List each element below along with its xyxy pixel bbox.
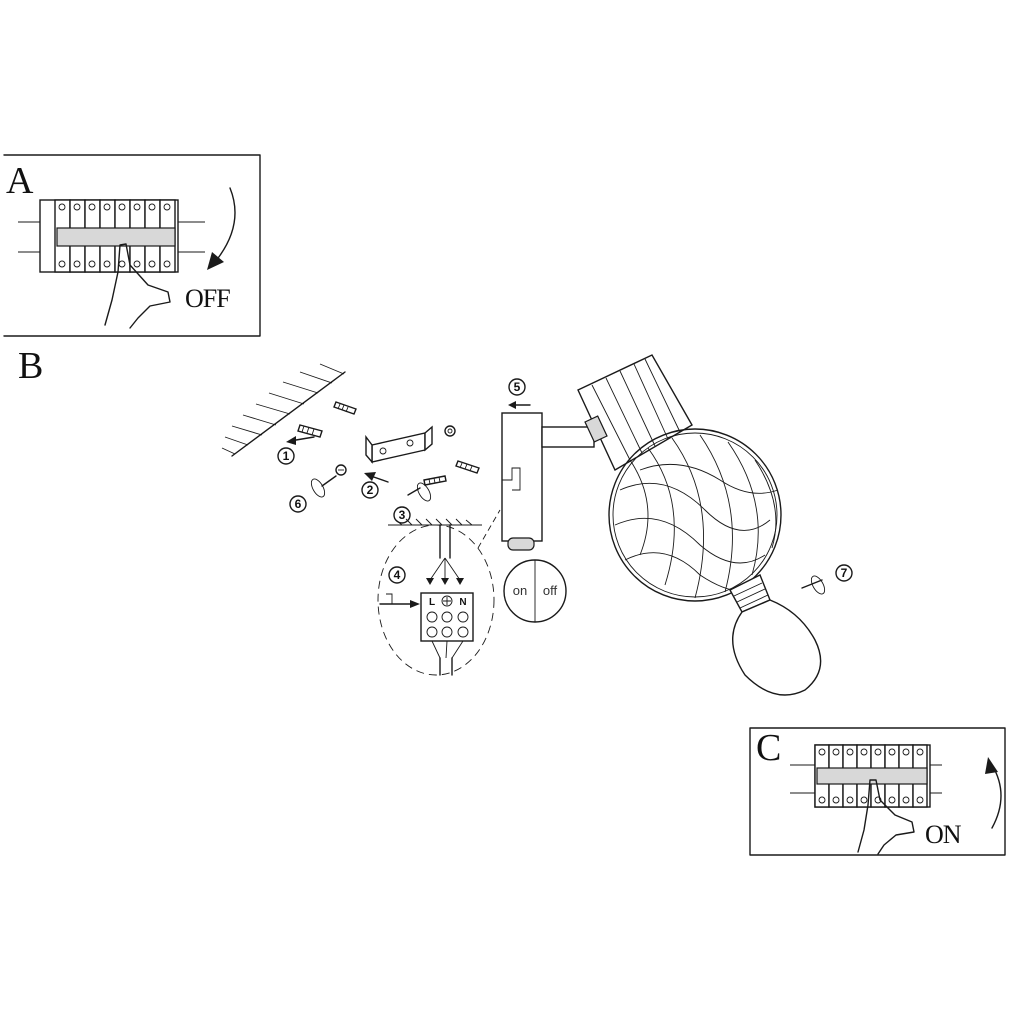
- section-b-letter: B: [18, 345, 43, 387]
- panel-a-letter: A: [6, 160, 34, 202]
- step-7-badge: [835, 564, 853, 582]
- switch-off-label: off: [543, 583, 558, 598]
- step-6-badge: [289, 495, 307, 513]
- panel-c: C ON: [749, 727, 1006, 856]
- panel-a: A OFF: [3, 154, 261, 337]
- step-3-label: 3: [399, 508, 406, 522]
- switch-callout: on off: [503, 559, 567, 623]
- lamp-base: 5: [501, 378, 595, 551]
- mounting-bracket: [365, 425, 433, 464]
- hand-c-icon: [857, 779, 915, 855]
- wall: [221, 363, 346, 457]
- panel-c-on-label: ON: [925, 820, 962, 849]
- wall-plug: [297, 424, 323, 438]
- breaker-row-c: [814, 744, 928, 808]
- wall-screw-top: [333, 401, 357, 415]
- switch-on-label: on: [513, 583, 527, 598]
- step-2-badge: [361, 481, 379, 499]
- earth-icon: [441, 595, 453, 607]
- step-1-label: 1: [283, 449, 290, 463]
- step-2-label: 2: [367, 483, 374, 497]
- step-6-label: 6: [295, 497, 302, 511]
- fixing-screw-2: [455, 460, 480, 474]
- bracket-nut: [444, 425, 456, 437]
- switch-knob: [507, 537, 535, 551]
- step-5-label: 5: [514, 380, 521, 394]
- panel-c-letter: C: [756, 727, 781, 769]
- small-screw-6: [335, 464, 347, 476]
- terminal-live-label: L: [429, 597, 435, 608]
- panel-a-off-label: OFF: [185, 284, 230, 313]
- on-arrow-icon: [991, 764, 1002, 829]
- lamp-arm: [541, 426, 595, 448]
- step-1-badge: [277, 447, 295, 465]
- hand-a-icon: [104, 243, 171, 329]
- terminal-neutral-label: N: [459, 597, 466, 608]
- fixing-screw-1: [423, 475, 447, 486]
- light-bulb: 7: [729, 564, 853, 696]
- step-4-label: 4: [394, 568, 401, 582]
- off-arrow-icon: [214, 187, 236, 263]
- breaker-row-a: [54, 199, 176, 273]
- step-7-label: 7: [841, 566, 848, 580]
- cage-shade: [577, 354, 782, 602]
- step-5-badge: [508, 378, 526, 396]
- wiring-callout: L N 4: [377, 509, 501, 676]
- step-4-badge: [388, 566, 406, 584]
